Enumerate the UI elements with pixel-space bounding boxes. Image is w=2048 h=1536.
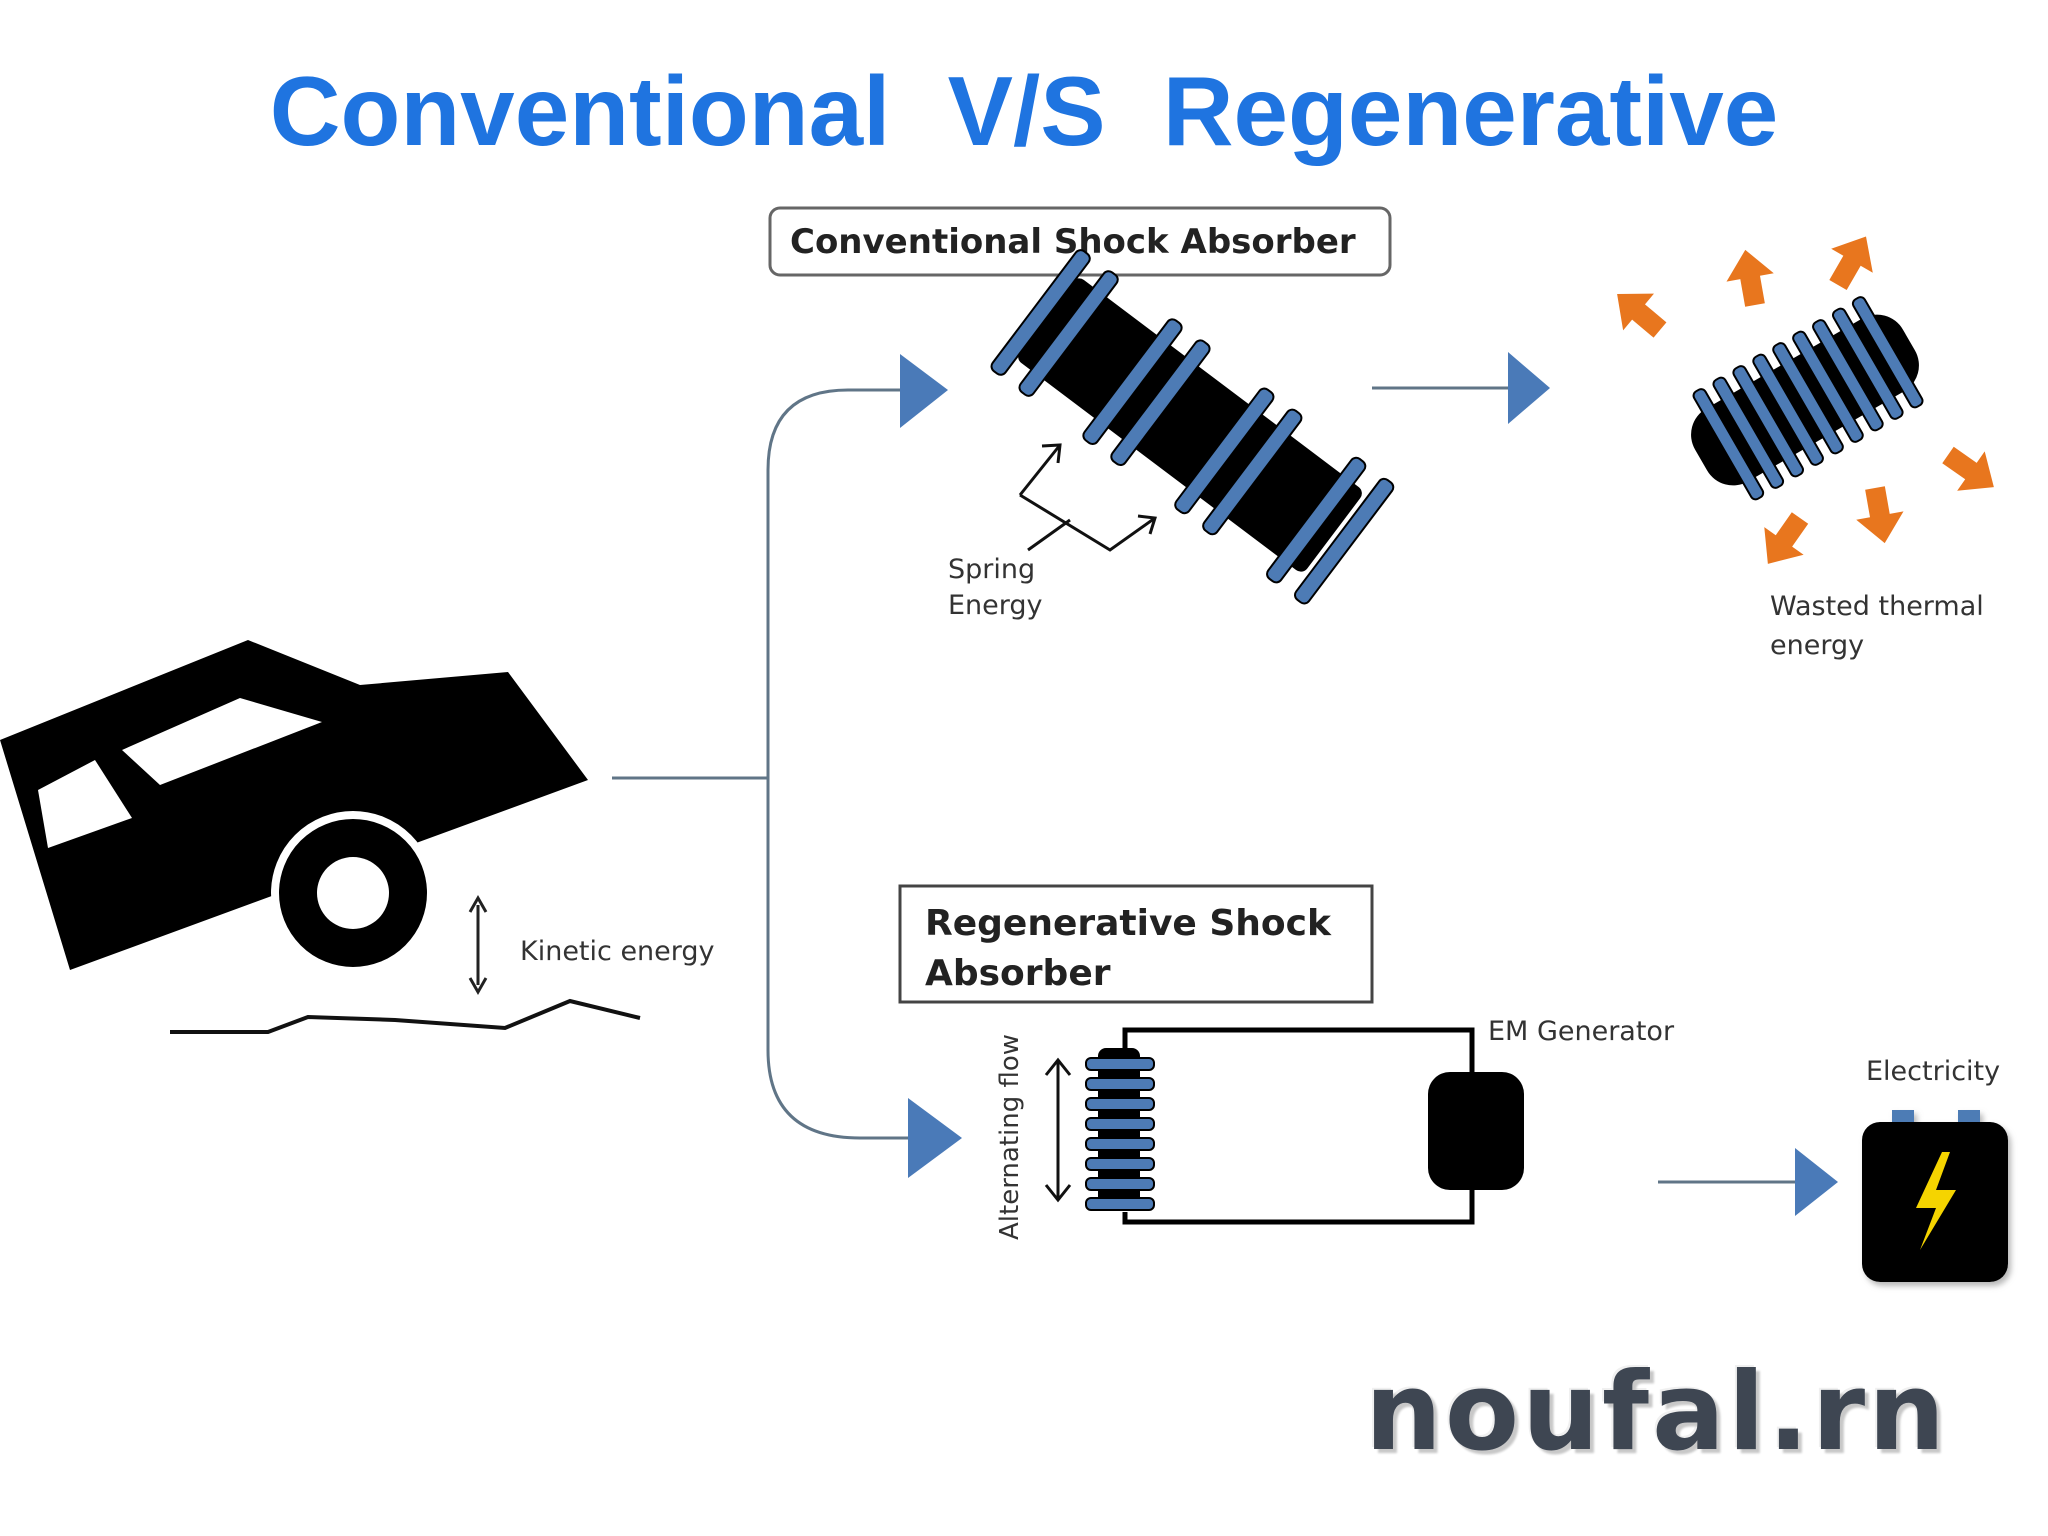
regenerative-box — [898, 884, 1374, 1004]
alternating-flow-arrow — [1044, 1057, 1072, 1203]
spring-energy-arrows — [1018, 443, 1157, 552]
circuit-wires — [1122, 1027, 1475, 1225]
heated-shock-absorber — [1691, 296, 1924, 501]
watermark: noufal.rn — [1365, 1350, 1949, 1475]
heat-arrows — [1617, 236, 1994, 564]
kinetic-arrow — [468, 894, 488, 996]
kinetic-energy-label: Kinetic energy — [520, 936, 715, 967]
regenerative-coil — [1085, 1048, 1155, 1211]
arrow-head-heat — [1508, 352, 1550, 424]
em-generator-label: EM Generator — [1488, 1016, 1675, 1047]
branch-connector — [612, 388, 908, 1140]
em-generator — [1428, 1072, 1524, 1190]
spring-energy-label-2: Energy — [948, 590, 1043, 621]
page-title: Conventional V/S Regenerative — [269, 56, 1779, 166]
conventional-shock-absorber — [990, 249, 1395, 605]
battery-icon — [1862, 1110, 2008, 1282]
wasted-thermal-label-1: Wasted thermal — [1770, 591, 1984, 622]
arrowhead-top — [900, 354, 948, 428]
arrowhead-bottom — [908, 1098, 962, 1178]
spring-energy-label-1: Spring — [948, 554, 1035, 585]
arrow-head-electricity — [1795, 1148, 1838, 1216]
car-icon — [0, 640, 588, 975]
wasted-thermal-label-2: energy — [1770, 630, 1864, 661]
regenerative-box-label-2: Absorber — [925, 953, 1111, 994]
electricity-label: Electricity — [1866, 1056, 2000, 1087]
regenerative-box-label-1: Regenerative Shock — [925, 903, 1332, 944]
road-line — [170, 998, 641, 1034]
alternating-flow-label: Alternating flow — [995, 1034, 1025, 1240]
